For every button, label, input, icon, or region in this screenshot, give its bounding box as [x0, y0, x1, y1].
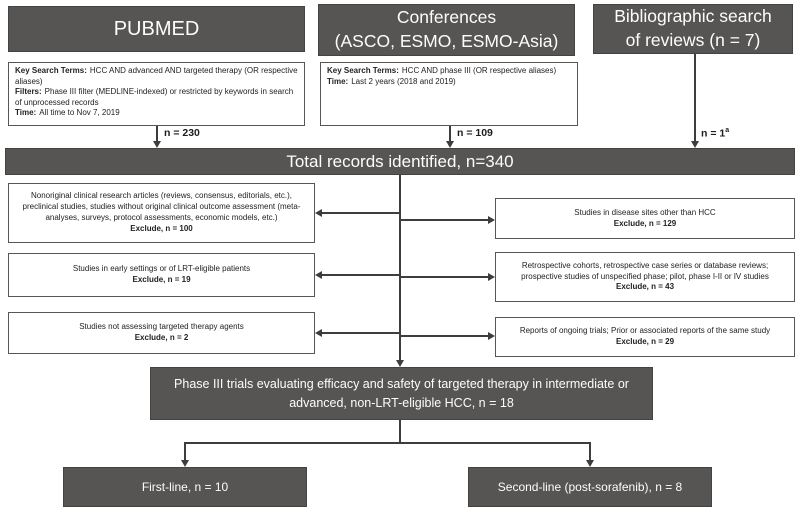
conferences-detail-time: Time:Last 2 years (2018 and 2019)	[327, 77, 571, 88]
exclusion-text: Studies not assessing targeted therapy a…	[79, 322, 244, 332]
branch-left-drop-line	[184, 442, 186, 460]
pubmed-count-label: n = 230	[164, 127, 200, 139]
bibliographic-header-box: Bibliographic search of reviews (n = 7)	[593, 4, 793, 54]
exclusion-count: Exclude, n = 29	[615, 337, 675, 346]
count-superscript: a	[725, 127, 730, 134]
exclusion-box-not-targeted-therapy: Studies not assessing targeted therapy a…	[8, 312, 315, 354]
pubmed-arrow-line	[156, 126, 158, 141]
conferences-count-label: n = 109	[457, 127, 493, 139]
exclusion-arrow-line	[322, 274, 400, 276]
conferences-search-details-box: Key Search Terms:HCC AND phase III (OR r…	[320, 62, 578, 126]
exclusion-arrow-line	[400, 276, 488, 278]
right-arrowhead-icon	[488, 331, 495, 340]
bibliographic-arrow-line	[694, 54, 696, 141]
bibliographic-arrowhead-icon	[690, 141, 699, 148]
conferences-header-box: Conferences (ASCO, ESMO, ESMO-Asia)	[318, 4, 575, 56]
conferences-title-line2: (ASCO, ESMO, ESMO-Asia)	[334, 31, 559, 51]
exclusion-box-retrospective: Retrospective cohorts, retrospective cas…	[495, 252, 795, 302]
bibliographic-title-line2: of reviews (n = 7)	[625, 30, 761, 50]
phase3-selection-text: Phase III trials evaluating efficacy and…	[174, 376, 629, 410]
exclusion-text: Nonoriginal clinical research articles (…	[22, 191, 301, 222]
second-line-outcome-text: Second-line (post-sorafenib), n = 8	[497, 480, 683, 494]
conferences-detail-terms: Key Search Terms:HCC AND phase III (OR r…	[327, 66, 571, 77]
exclusion-arrow-line	[400, 219, 488, 221]
branch-crossbar-line	[184, 442, 591, 444]
second-line-outcome-box: Second-line (post-sorafenib), n = 8	[468, 467, 712, 507]
detail-label: Time:	[15, 108, 37, 118]
detail-label: Filters:	[15, 87, 42, 97]
exclusion-count: Exclude, n = 129	[613, 218, 677, 228]
exclusion-count: Exclude, n = 2	[134, 333, 189, 342]
exclusion-text: Studies in early settings or of LRT-elig…	[72, 264, 251, 274]
pubmed-arrowhead-icon	[152, 141, 161, 148]
detail-text: Phase III filter (MEDLINE-indexed) or re…	[15, 87, 294, 107]
exclusion-box-ongoing-trials: Reports of ongoing trials; Prior or asso…	[495, 317, 795, 357]
exclusion-text: Reports of ongoing trials; Prior or asso…	[519, 326, 771, 336]
conferences-title-line1: Conferences	[396, 7, 497, 28]
branch-left-arrowhead-icon	[180, 460, 189, 467]
left-arrowhead-icon	[315, 270, 322, 279]
pubmed-title: PUBMED	[113, 17, 200, 40]
detail-text: All time to Nov 7, 2019	[39, 108, 120, 118]
exclusion-arrow-line	[322, 332, 400, 334]
exclusion-count: Exclude, n = 100	[130, 223, 193, 233]
first-line-outcome-text: First-line, n = 10	[141, 480, 229, 494]
exclusion-count: Exclude, n = 19	[132, 275, 191, 284]
left-arrowhead-icon	[315, 328, 322, 337]
count-value: n = 1	[701, 127, 726, 140]
right-arrowhead-icon	[488, 272, 495, 281]
total-records-bar: Total records identified, n=340	[5, 148, 795, 175]
detail-text: Last 2 years (2018 and 2019)	[351, 76, 456, 86]
exclusion-arrow-line	[400, 335, 488, 337]
pubmed-detail-filters: Filters:Phase III filter (MEDLINE-indexe…	[15, 87, 298, 108]
exclusion-text: Retrospective cohorts, retrospective cas…	[521, 260, 769, 281]
exclusion-box-early-settings: Studies in early settings or of LRT-elig…	[8, 253, 315, 297]
conferences-arrowhead-icon	[445, 141, 454, 148]
total-records-text: Total records identified, n=340	[286, 151, 514, 171]
detail-label: Key Search Terms:	[327, 66, 399, 75]
exclusion-box-nonoriginal: Nonoriginal clinical research articles (…	[8, 183, 315, 243]
exclusion-box-other-disease-sites: Studies in disease sites other than HCC …	[495, 198, 795, 239]
central-spine-line	[399, 175, 401, 360]
phase3-selection-box: Phase III trials evaluating efficacy and…	[150, 367, 653, 420]
exclusion-text: Studies in disease sites other than HCC	[574, 207, 716, 217]
first-line-outcome-box: First-line, n = 10	[63, 467, 307, 507]
pubmed-detail-time: Time:All time to Nov 7, 2019	[15, 108, 298, 119]
detail-text: HCC AND advanced AND targeted therapy (O…	[15, 66, 298, 86]
bibliographic-title-line1: Bibliographic search	[614, 6, 772, 27]
pubmed-search-details-box: Key Search Terms:HCC AND advanced AND ta…	[8, 62, 305, 126]
exclusion-count: Exclude, n = 43	[615, 282, 675, 292]
detail-text: HCC AND phase III (OR respective aliases…	[401, 66, 557, 75]
exclusion-arrow-line	[322, 212, 400, 214]
detail-label: Time:	[327, 76, 349, 86]
pubmed-detail-terms: Key Search Terms:HCC AND advanced AND ta…	[15, 66, 298, 87]
conferences-arrow-line	[449, 126, 451, 141]
branch-right-drop-line	[589, 442, 591, 460]
pubmed-header-box: PUBMED	[8, 6, 305, 52]
branch-right-arrowhead-icon	[585, 460, 594, 467]
detail-label: Key Search Terms:	[15, 66, 87, 75]
bibliographic-count-label: n = 1a	[701, 127, 729, 140]
right-arrowhead-icon	[488, 215, 495, 224]
central-spine-arrowhead-icon	[395, 360, 404, 367]
left-arrowhead-icon	[315, 208, 322, 217]
branch-stem-line	[399, 420, 401, 443]
